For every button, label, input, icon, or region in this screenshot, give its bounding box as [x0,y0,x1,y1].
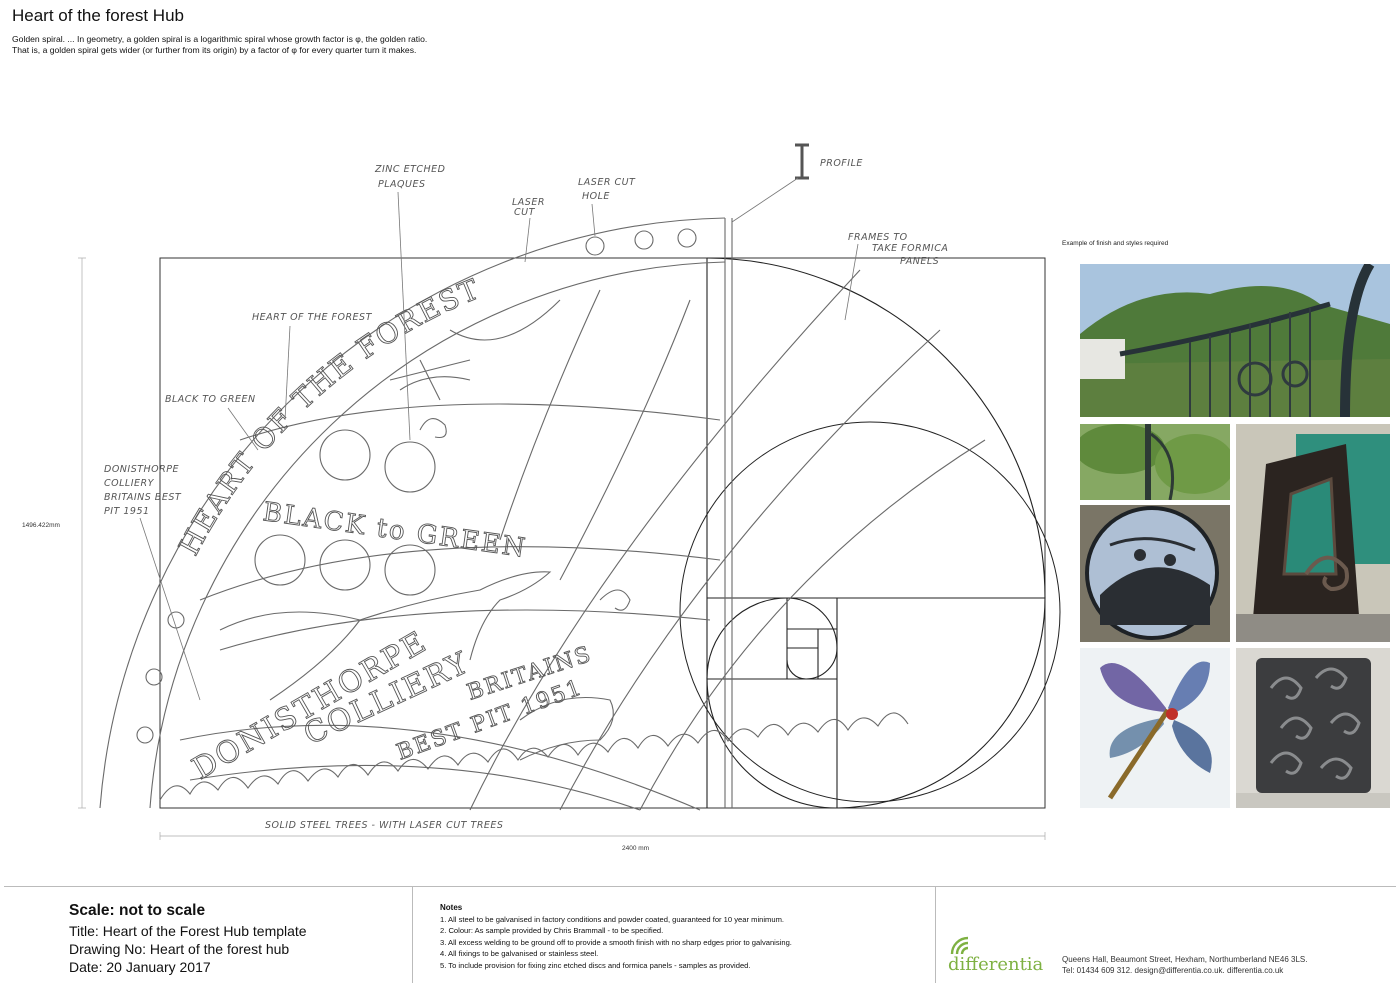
annotation-hole-2: HOLE [582,191,610,202]
note-item: 4. All fixings to be galvanised or stain… [440,949,599,959]
pencil-sketch [99,217,986,811]
annotation-donisthorpe-2: COLLIERY [104,478,155,489]
photo-spiral-sculpture [1236,424,1390,642]
dimension-width: 2400 mm [622,845,649,852]
title-block: Scale: not to scale Title: Heart of the … [69,902,307,976]
contact-line: Tel: 01434 609 312. design@differentia.c… [1062,966,1284,975]
photo-circle-panel [1080,505,1230,642]
annotation-frames-1: FRAMES TO [848,232,908,243]
address-line: Queens Hall, Beaumont Street, Hexham, No… [1062,955,1308,964]
photo-dragonfly-brooch [1080,648,1230,808]
footer-divider-right [935,886,936,983]
annotation-profile: PROFILE [820,158,863,169]
notes-heading: Notes [440,903,463,912]
annotation-frames-2: TAKE FORMICA [872,243,948,254]
photo-swirl-cylinder [1236,648,1390,808]
title-text: Title: Heart of the Forest Hub template [69,923,307,939]
notes-block: Notes 1. All steel to be galvanised in f… [440,902,920,972]
annotation-laser-2: CUT [514,207,536,218]
golden-spiral-construction [679,257,1061,809]
dimension-height: 1496.422mm [22,522,60,529]
annotation-zinc-1: ZINC ETCHED [374,164,445,175]
intro-line-2: That is, a golden spiral gets wider (or … [12,45,417,55]
annotation-trees: SOLID STEEL TREES - WITH LASER CUT TREES [265,820,503,831]
annotation-zinc-2: PLAQUES [378,179,425,190]
page-title: Heart of the forest Hub [12,6,184,25]
note-item: 5. To include provision for fixing zinc … [440,960,751,970]
intro-text: Golden spiral. ... In geometry, a golden… [12,34,532,56]
footer-divider-left [412,886,413,983]
annotation-hole-1: LASER CUT [578,177,636,188]
annotation-donisthorpe-3: BRITAINS BEST [104,492,182,503]
logo-arcs-icon [950,936,969,954]
note-item: 1. All steel to be galvanised in factory… [440,914,785,924]
dimension-lines [78,257,1046,840]
note-item: 3. All excess welding to be ground off t… [440,937,792,947]
profile-icon [795,143,809,180]
intro-line-1: Golden spiral. ... In geometry, a golden… [12,34,428,44]
annotation-donisthorpe-1: DONISTHORPE [104,464,179,475]
footer-divider [4,886,1396,887]
frame-rectangle [159,257,1046,809]
date-text: Date: 20 January 2017 [69,959,211,975]
annotation-heart: HEART OF THE FOREST [252,312,373,323]
examples-label: Example of finish and styles required [1062,240,1169,247]
annotation-laser-1: LASER [512,197,545,208]
drawing-number: Drawing No: Heart of the forest hub [69,941,290,957]
annotation-black-green: BLACK TO GREEN [165,394,256,405]
company-address: Queens Hall, Beaumont Street, Hexham, No… [1062,954,1307,976]
logo-text: differentia [948,954,1044,975]
annotations: ZINC ETCHED PLAQUES LASER CUT LASER CUT … [104,143,948,831]
black-to-green-text: BLACK to GREEN [261,497,529,564]
annotation-frames-3: PANELS [900,256,939,267]
scale-text: Scale: not to scale [69,902,206,919]
photo-gate-hillside [1080,264,1390,417]
note-item: 2. Colour: As sample provided by Chris B… [440,926,664,936]
annotation-donisthorpe-4: PIT 1951 [104,506,150,517]
photo-trees-gate [1080,424,1230,500]
company-logo: differentia [948,936,1048,976]
